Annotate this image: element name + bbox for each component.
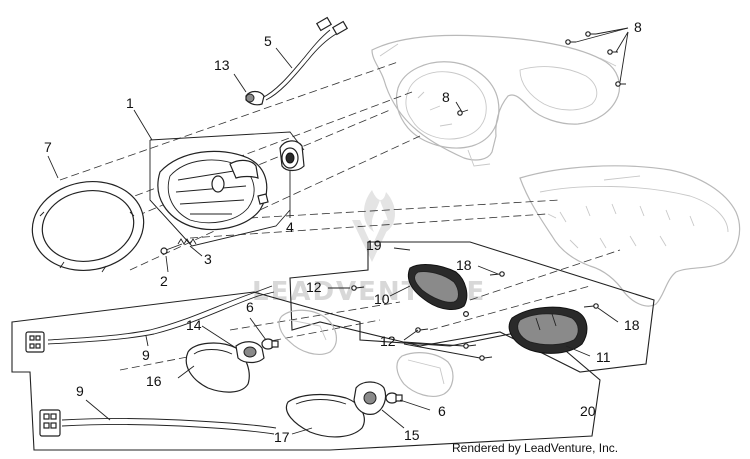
right-front-turn-signal-upper: [408, 264, 470, 318]
watermark-flame-logo: [363, 190, 395, 232]
adjuster-spring: [177, 238, 197, 245]
callout-12-lower: 12: [380, 333, 396, 349]
callout-4: 4: [286, 219, 294, 235]
turn-signal-harness-upper: [25, 285, 275, 353]
left-turn-signal-lens-upper: [185, 342, 250, 393]
callout-leaders: [47, 27, 629, 435]
callout-7: 7: [44, 139, 52, 155]
watermark-v-logo: [352, 220, 392, 262]
turn-signal-bulb-upper: [261, 338, 279, 350]
callout-13: 13: [214, 57, 230, 73]
callout-8-upper: 8: [634, 19, 642, 35]
callout-1: 1: [126, 95, 134, 111]
adjuster-screw: [160, 243, 183, 255]
headlamp-trim-ring: [31, 180, 145, 273]
callout-11: 11: [596, 349, 611, 365]
callout-12-upper: 12: [306, 279, 322, 295]
front-shield-ghost: [519, 165, 741, 307]
headlamp-housing: [149, 131, 305, 247]
left-turn-signal-lens-lower: [285, 393, 365, 438]
callout-10: 10: [374, 291, 390, 307]
turn-signal-bulb-socket-lower: [353, 381, 387, 415]
callout-20: 20: [580, 403, 596, 419]
fairing-screws: [457, 31, 626, 116]
callout-16: 16: [146, 373, 162, 389]
turn-signal-bulb-socket-upper: [235, 341, 265, 364]
callout-18-lower: 18: [624, 317, 640, 333]
front-fairing-ghost: [371, 34, 621, 167]
callout-9-lower: 9: [76, 383, 84, 399]
mounting-screws-18: [489, 271, 599, 309]
turn-signal-housing-lower-ghost: [396, 352, 454, 397]
position-lamp-harness: [245, 16, 349, 106]
right-turn-signal-lens-dark: [508, 306, 588, 354]
callout-19: 19: [366, 237, 382, 253]
headlamp-bulb-socket: [279, 140, 305, 172]
callout-15: 15: [404, 427, 420, 443]
callout-6-lower: 6: [438, 403, 446, 419]
callout-6-upper: 6: [246, 299, 254, 315]
turn-signal-assembly-frame-20: [11, 291, 601, 451]
turn-signal-harness-lower: [39, 409, 277, 437]
callout-9-upper: 9: [142, 347, 150, 363]
callout-labels: 1 2 3 4 5 6 6 7 8 8 9 9 10 11 12 12 13 1…: [44, 19, 642, 445]
callout-18-upper: 18: [456, 257, 472, 273]
turn-signal-bulb-lower: [385, 392, 403, 404]
callout-17: 17: [274, 429, 290, 445]
callout-14: 14: [186, 317, 202, 333]
turn-signal-housing-upper-ghost: [278, 309, 337, 355]
callout-8-lower: 8: [442, 89, 450, 105]
callout-5: 5: [264, 33, 272, 49]
callout-2: 2: [160, 273, 168, 289]
callout-3: 3: [204, 251, 212, 267]
turn-signal-assembly-frame-19: [289, 241, 655, 373]
render-credit: Rendered by LeadVenture, Inc.: [452, 441, 618, 455]
